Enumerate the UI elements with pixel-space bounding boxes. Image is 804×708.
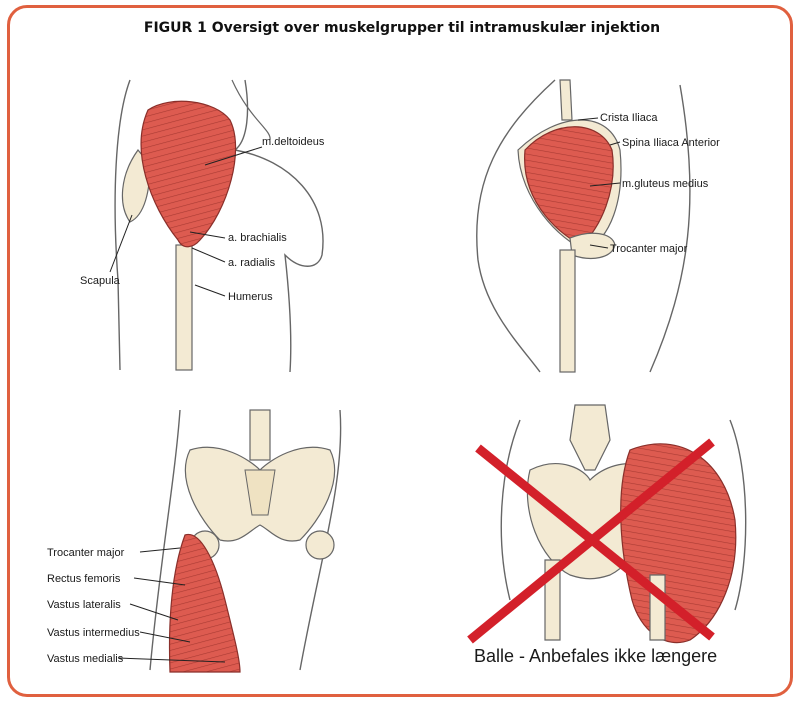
- quadriceps-muscle: [170, 534, 240, 672]
- buttock-caption: Balle - Anbefales ikke længere: [474, 646, 717, 666]
- scapula-label: Scapula: [80, 275, 121, 287]
- trocanter-label: Trocanter major: [610, 243, 688, 255]
- crista-label: Crista Iliaca: [600, 112, 658, 124]
- medialis-label: Vastus medialis: [47, 653, 124, 665]
- lateralis-label: Vastus lateralis: [47, 599, 121, 611]
- hip-joint-right: [306, 531, 334, 559]
- shoulder-panel: m.deltoideus a. brachialis a. radialis S…: [80, 80, 325, 372]
- humerus-bone: [176, 245, 192, 370]
- scapula-leader: [110, 215, 132, 272]
- shoulder-top-outline: [232, 80, 270, 140]
- femur-bone: [560, 250, 575, 372]
- trocanter-label-thigh: Trocanter major: [47, 547, 125, 559]
- humerus-label: Humerus: [228, 291, 273, 303]
- deltoid-label: m.deltoideus: [262, 136, 325, 148]
- thigh-panel: Trocanter major Rectus femoris Vastus la…: [47, 410, 341, 672]
- spine-bone: [250, 410, 270, 460]
- crista-leader: [578, 118, 598, 120]
- humerus-leader: [195, 285, 225, 296]
- sacrum-spine: [570, 405, 610, 470]
- spine-bones: [560, 80, 572, 120]
- radialis-leader: [192, 248, 225, 262]
- spina-label: Spina Iliaca Anterior: [622, 137, 720, 149]
- trocanter-leader-thigh: [140, 548, 180, 552]
- deltoid-muscle: [141, 101, 235, 246]
- radialis-label: a. radialis: [228, 257, 276, 269]
- brachialis-label: a. brachialis: [228, 232, 287, 244]
- rectus-label: Rectus femoris: [47, 573, 121, 585]
- buttock-panel: Balle - Anbefales ikke længere: [470, 405, 746, 666]
- intermedius-label: Vastus intermedius: [47, 627, 140, 639]
- gluteus-label: m.gluteus medius: [622, 178, 709, 190]
- hip-panel: Crista Iliaca Spina Iliaca Anterior m.gl…: [477, 80, 720, 372]
